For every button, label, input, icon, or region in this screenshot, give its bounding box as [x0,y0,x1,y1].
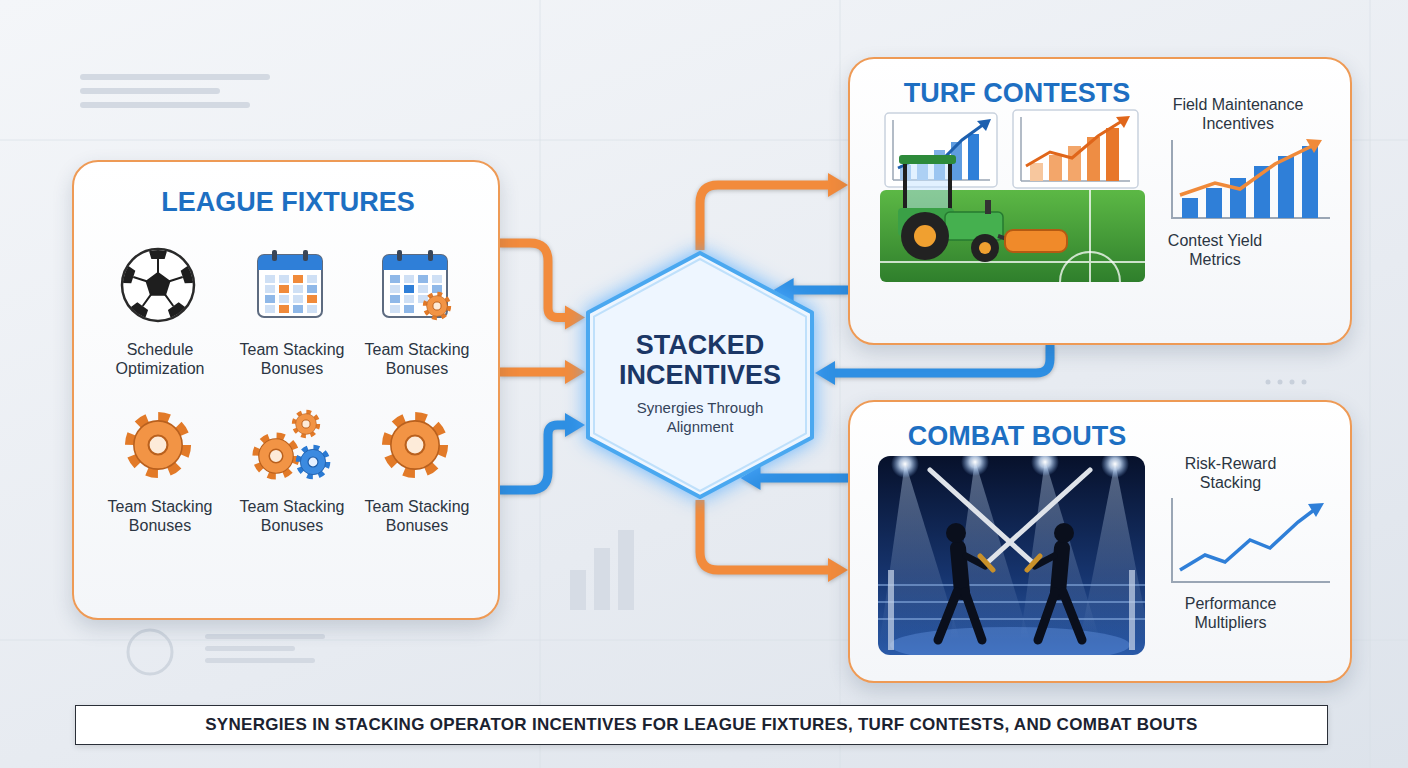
faint-dots [1302,380,1307,385]
panel-heading: LEAGUE FIXTURES [74,186,502,218]
hexagon-shape [588,253,812,497]
metric-label: Field Maintenance Incentives [1153,95,1323,133]
connector-arrow [500,243,585,330]
connector-arrow [741,466,849,490]
arrow-head [565,306,585,330]
metric-label: Risk-Reward Stacking [1158,454,1303,492]
panel-heading: TURF CONTESTS [882,77,1152,109]
faint-bars [570,530,634,610]
caption-banner: SYNERGIES IN STACKING OPERATOR INCENTIVE… [75,705,1328,745]
arrow-head [828,558,848,582]
connector-arrow [815,345,1050,385]
faint-dots [1290,380,1295,385]
group-panel: TURF CONTESTSField Maintenance Incentive… [848,57,1352,345]
faint-ring [128,630,172,674]
hub-subtitle: Synergies Through Alignment [615,398,785,436]
icon-label: Team Stacking Bonuses [98,497,222,535]
icon-label: Team Stacking Bonuses [230,497,354,535]
faint-ring [128,630,172,674]
connector-arrow [500,360,585,384]
hub-hexagon: STACKED INCENTIVES Synergies Through Alig… [585,250,815,500]
connector-line [700,185,830,250]
icon-label: Team Stacking Bonuses [355,340,479,378]
icon-label: Schedule Optimization [98,340,222,378]
connector-line [700,500,830,570]
icon-label: Team Stacking Bonuses [230,340,354,378]
faint-bars [570,570,586,610]
arrow-head [565,413,585,437]
hub-title: STACKED INCENTIVES [600,330,800,390]
arrow-head [565,360,585,384]
connector-arrow [700,173,848,250]
hexagon-inner-line [594,259,806,491]
placeholder-lines [205,634,325,639]
connector-line [833,345,1050,373]
connector-line [792,286,848,295]
connector-arrow [700,500,848,582]
metric-label: Performance Multipliers [1153,594,1308,632]
arrow-head [828,173,848,197]
connector-line [500,425,567,490]
placeholder-lines [205,646,295,651]
connector-arrow [500,413,585,490]
connector-line [500,368,567,377]
faint-dots [1278,380,1283,385]
faint-bars [618,530,634,610]
icon-label: Team Stacking Bonuses [355,497,479,535]
faint-bars [594,548,610,610]
group-panel: COMBAT BOUTSRisk-Reward StackingPerforma… [848,400,1352,683]
placeholder-lines [205,658,315,663]
panel-heading: COMBAT BOUTS [882,420,1152,452]
faint-dots [1266,380,1271,385]
connector-line [500,243,567,318]
metric-label: Contest Yield Metrics [1155,231,1275,269]
arrow-head [815,361,835,385]
placeholder-lines [80,88,220,94]
placeholder-lines [80,74,270,80]
group-panel: LEAGUE FIXTURESSchedule OptimizationTeam… [72,160,500,620]
faint-dots [1266,380,1307,385]
caption: SYNERGIES IN STACKING OPERATOR INCENTIVE… [205,715,1198,735]
connector-line [759,474,849,483]
placeholder-lines [80,102,250,108]
